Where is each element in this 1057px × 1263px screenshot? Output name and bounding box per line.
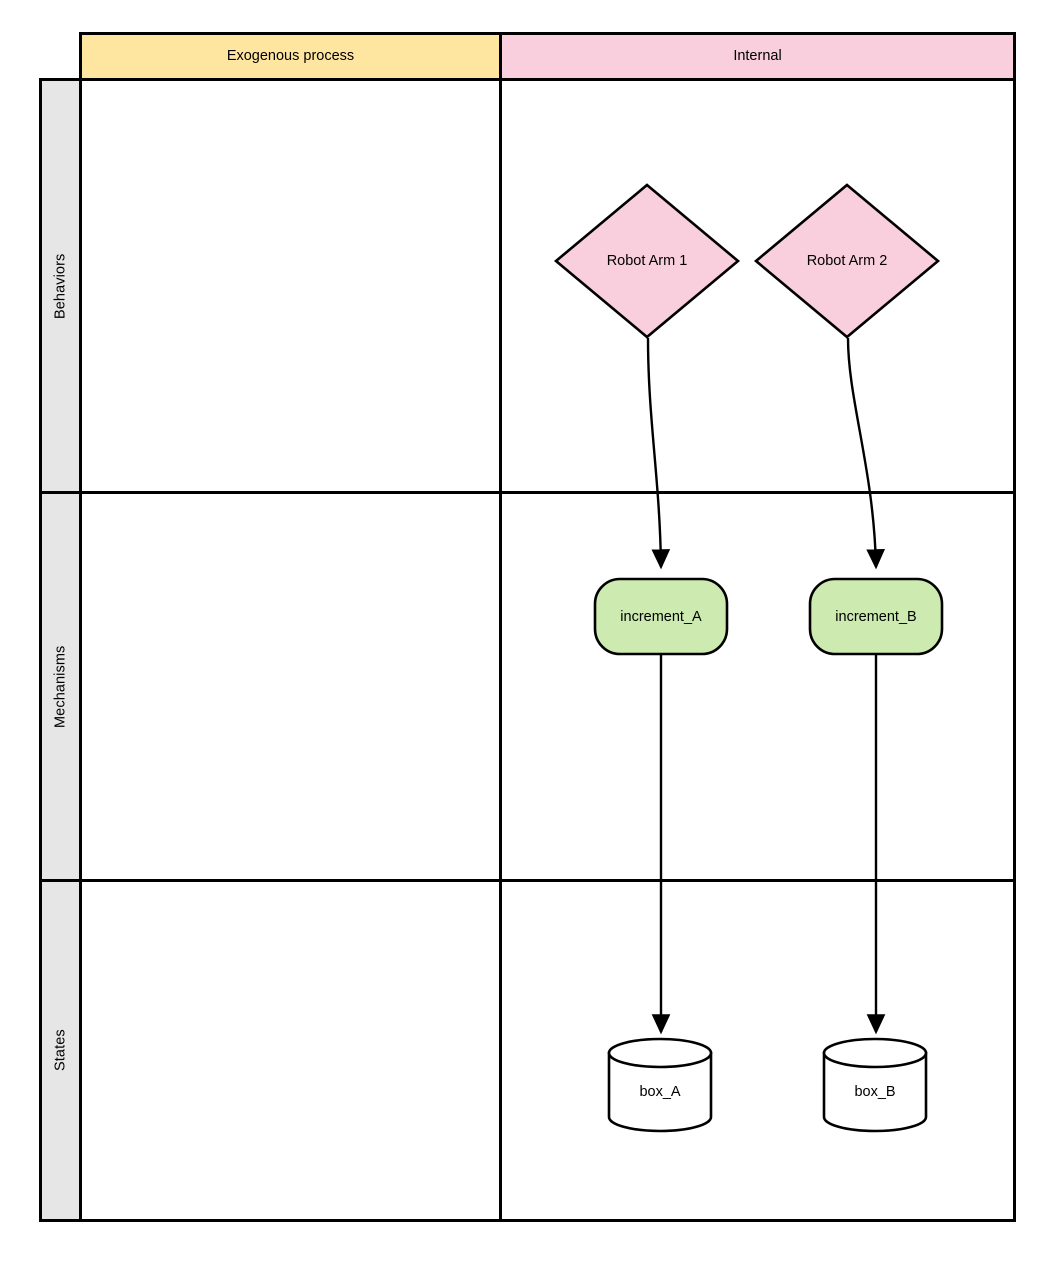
- row-header-behaviors-label: Behaviors: [52, 253, 69, 319]
- node-box-b-shape[interactable]: [822, 1037, 928, 1133]
- cell-mechanisms-exogenous: [79, 491, 502, 882]
- node-robot-arm-1-shape[interactable]: [553, 183, 741, 339]
- edge-layer: [646, 337, 886, 1035]
- row-header-states-label: States: [52, 1029, 69, 1072]
- swimlane-grid: [39, 32, 1016, 1222]
- row-header-states-cell: [39, 879, 82, 1222]
- row-header-mechanisms-label: Mechanisms: [52, 645, 69, 728]
- cell-states-exogenous: [79, 879, 502, 1222]
- cell-behaviors-exogenous: [79, 78, 502, 494]
- node-increment-b-shape[interactable]: [808, 577, 944, 656]
- node-box-a-shape[interactable]: [607, 1037, 713, 1133]
- cell-behaviors-internal: [499, 78, 1016, 494]
- node-robot-arm-2-shape[interactable]: [753, 183, 941, 339]
- column-header-exogenous-cell: [79, 32, 502, 81]
- edge-robot-arm-1-to-increment-a: [646, 337, 671, 570]
- cell-states-internal: [499, 879, 1016, 1222]
- cell-mechanisms-internal: [499, 491, 1016, 882]
- node-increment-a-shape[interactable]: [593, 577, 729, 656]
- edge-robot-arm-2-to-increment-b: [846, 337, 885, 570]
- column-header-internal-cell: [499, 32, 1016, 81]
- node-layer: [553, 183, 944, 1133]
